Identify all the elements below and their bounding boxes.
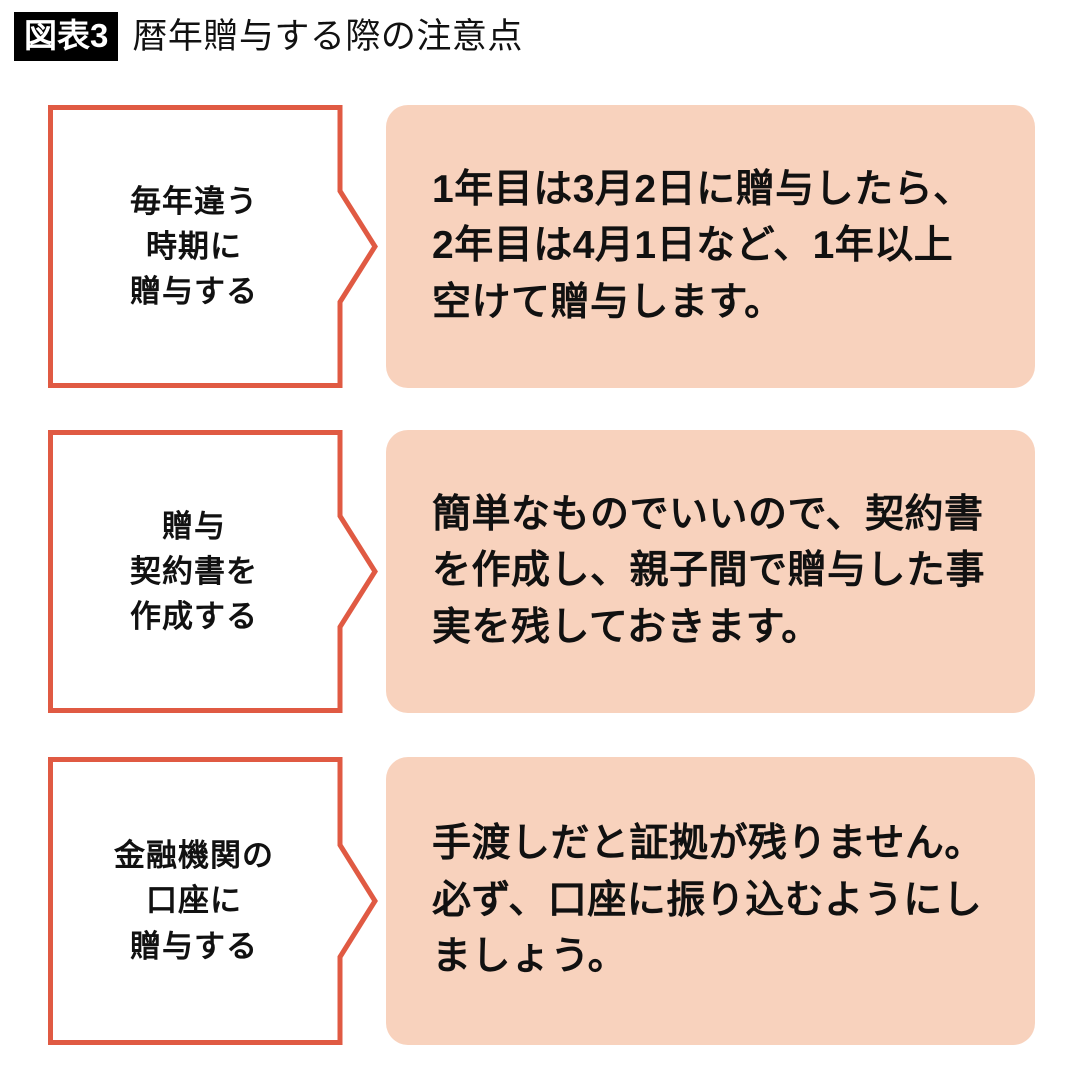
note-row-2: 贈与 契約書を 作成する 簡単なものでいいので、契約書 を作成し、親子間で贈与し… — [0, 430, 1080, 713]
label-line: 作成する — [130, 599, 258, 635]
label-box-3: 金融機関の 口座に 贈与する — [48, 757, 378, 1045]
description-line: ましょう。 — [432, 935, 628, 979]
description-line: 必ず、口座に振り込むようにし — [432, 878, 983, 922]
label-text-1: 毎年違う 時期に 贈与する — [48, 105, 340, 388]
description-panel-1: 1年目は3月2日に贈与したら、 2年目は4月1日など、1年以上 空けて贈与します… — [386, 105, 1035, 388]
description-panel-2: 簡単なものでいいので、契約書 を作成し、親子間で贈与した事 実を残しておきます。 — [386, 430, 1035, 713]
label-box-chevron-outline-icon — [48, 105, 378, 388]
note-row-1: 毎年違う 時期に 贈与する 1年目は3月2日に贈与したら、 2年目は4月1日など… — [0, 105, 1080, 388]
description-line: 簡単なものでいいので、契約書 — [432, 492, 984, 536]
description-line: 2年目は4月1日など、1年以上 — [432, 224, 954, 268]
label-line: 契約書を — [130, 553, 258, 589]
description-text-1: 1年目は3月2日に贈与したら、 2年目は4月1日など、1年以上 空けて贈与します… — [386, 162, 1005, 332]
description-text-3: 手渡しだと証拠が残りません。 必ず、口座に振り込むようにし ましょう。 — [386, 816, 1016, 986]
label-line: 毎年違う — [130, 183, 258, 219]
label-text-2: 贈与 契約書を 作成する — [48, 430, 340, 713]
figure-number-badge: 図表3 — [14, 11, 119, 61]
description-text-2: 簡単なものでいいので、契約書 を作成し、親子間で贈与した事 実を残しておきます。 — [386, 487, 1017, 657]
label-line: 贈与する — [130, 928, 258, 964]
description-panel-3: 手渡しだと証拠が残りません。 必ず、口座に振り込むようにし ましょう。 — [386, 757, 1035, 1045]
figure-header: 図表3 暦年贈与する際の注意点 — [14, 8, 523, 64]
label-text-3: 金融機関の 口座に 贈与する — [48, 757, 340, 1045]
label-box-chevron-outline-icon — [48, 430, 378, 713]
label-box-chevron-outline-icon — [48, 757, 378, 1045]
label-box-2: 贈与 契約書を 作成する — [48, 430, 378, 713]
label-line: 時期に — [146, 228, 242, 264]
description-line: を作成し、親子間で贈与した事 — [432, 549, 986, 593]
label-line: 贈与 — [162, 508, 226, 544]
label-box-1: 毎年違う 時期に 贈与する — [48, 105, 378, 388]
note-row-3: 金融機関の 口座に 贈与する 手渡しだと証拠が残りません。 必ず、口座に振り込む… — [0, 757, 1080, 1045]
label-line: 口座に — [146, 883, 242, 919]
description-line: 1年目は3月2日に贈与したら、 — [432, 167, 973, 211]
description-line: 手渡しだと証拠が残りません。 — [432, 822, 984, 866]
label-line: 金融機関の — [114, 838, 274, 874]
page-title: 暦年贈与する際の注意点 — [132, 16, 523, 56]
description-line: 実を残しておきます。 — [432, 605, 821, 649]
description-line: 空けて贈与します。 — [432, 280, 784, 324]
label-line: 贈与する — [130, 274, 258, 310]
